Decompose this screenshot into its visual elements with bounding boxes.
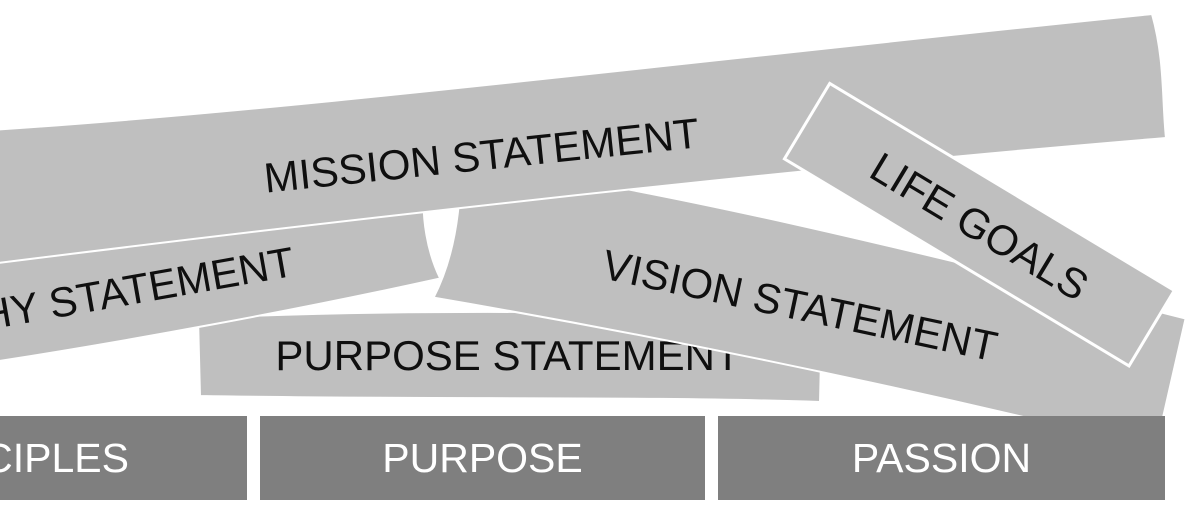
pillar-passion-label: PASSION	[851, 434, 1032, 481]
pillar-passion: PASSION	[718, 416, 1165, 500]
pillar-purpose: PURPOSE	[260, 416, 705, 500]
pillar-purpose-label: PURPOSE	[382, 434, 583, 481]
plank-mission-statement: MISSION STATEMENT	[0, 12, 1168, 264]
pillar-principles: ICIPLES	[0, 416, 247, 500]
pillar-principles-label: ICIPLES	[0, 434, 129, 481]
